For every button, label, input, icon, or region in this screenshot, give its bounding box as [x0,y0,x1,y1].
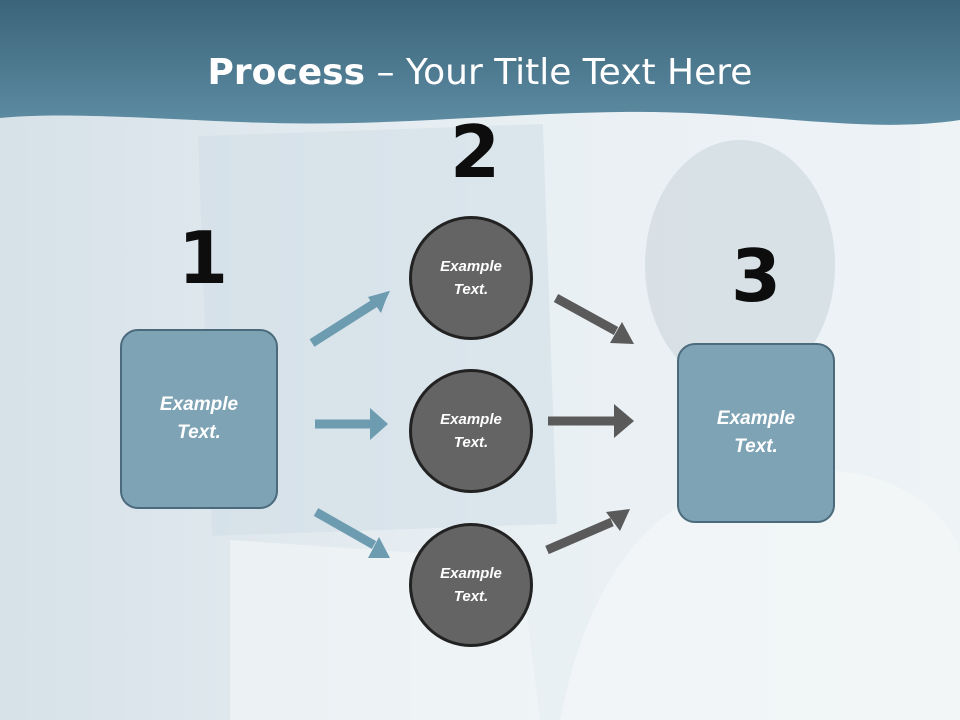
step-number-3: 3 [731,234,782,318]
arrow-circle-top-to-box [610,322,634,344]
title-rest: – Your Title Text Here [365,52,753,93]
step-3-text-line2: Text. [734,436,778,457]
circle-middle-line1: Example [440,410,502,428]
circle-bottom: Example Text. [409,523,533,647]
circle-top-line2: Text. [453,281,489,298]
title-bold: Process [207,52,366,93]
arrow-circle-mid-to-box [614,404,634,438]
gray-arrows [545,294,634,555]
step-number-1: 1 [178,216,229,300]
step-1-box: Example Text. [120,329,278,509]
arrow-box-to-circle-bottom [368,537,390,558]
arrow-circle-bottom-to-box [606,509,630,531]
circle-top: Example Text. [409,216,533,340]
blue-arrows [309,291,390,558]
step-3-text-line1: Example [716,407,796,429]
step-1-text-line1: Example [159,393,239,415]
circle-bottom-line1: Example [440,564,502,582]
step-number-2: 2 [450,110,501,194]
circle-top-line1: Example [440,257,502,275]
circle-middle-line2: Text. [453,434,489,451]
circle-middle: Example Text. [409,369,533,493]
circle-bottom-line2: Text. [453,588,489,605]
slide-title: Process – Your Title Text Here [0,52,960,93]
arrow-box-to-circle-mid [370,408,388,440]
step-1-text-line2: Text. [177,422,221,443]
step-3-box: Example Text. [677,343,835,523]
